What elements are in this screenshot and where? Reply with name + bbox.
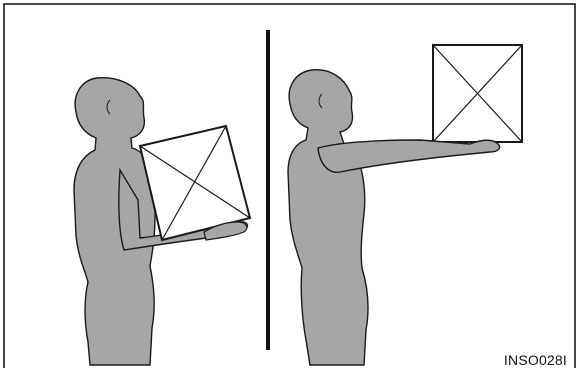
person-holding-box-arms-extended-icon (287, 69, 501, 366)
left-person-hand (203, 221, 248, 241)
right-panel (287, 44, 523, 366)
figure-code-label: INSO028I (503, 352, 567, 368)
right-person-body (287, 69, 369, 366)
right-person-arm (317, 139, 501, 173)
right-person-ear (318, 93, 323, 109)
figure-frame (3, 3, 576, 368)
left-person-body (73, 77, 156, 366)
right-box-icon (432, 44, 523, 143)
left-panel (73, 77, 252, 366)
left-box-icon (138, 124, 252, 242)
left-person-ear (106, 99, 111, 115)
